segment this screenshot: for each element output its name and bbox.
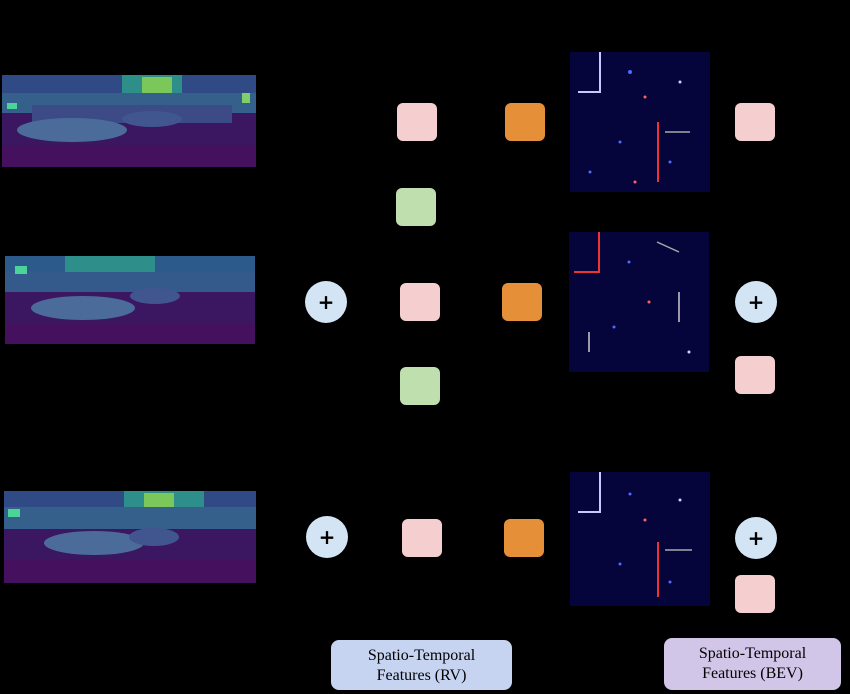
bev-feature-map-1 [570, 52, 710, 192]
range-view-image-3 [4, 491, 256, 583]
bev-fusion-add-1: + [735, 281, 777, 323]
bev-features-label-line1: Spatio-Temporal [698, 645, 807, 662]
rv-encoder-block-2 [400, 283, 440, 321]
rv-features-label-line2: Features (RV) [376, 667, 467, 684]
bev-fusion-add-2: + [735, 517, 777, 559]
bev-encoder-block-1 [735, 103, 775, 141]
bev-feature-map-3 [570, 472, 710, 606]
range-view-scene-1 [2, 75, 256, 167]
range-view-scene-3 [4, 491, 256, 583]
temporal-block-1 [396, 188, 436, 226]
plus-icon: + [747, 526, 765, 550]
projection-block-2 [502, 283, 542, 321]
rv-encoder-block-3 [402, 519, 442, 557]
projection-block-3 [504, 519, 544, 557]
range-view-scene-2 [5, 256, 255, 344]
projection-block-1 [505, 103, 545, 141]
plus-icon: + [318, 525, 336, 549]
plus-icon: + [317, 290, 335, 314]
plus-icon: + [747, 290, 765, 314]
range-view-image-2 [5, 256, 255, 344]
rv-features-label-line1: Spatio-Temporal [367, 647, 476, 664]
bev-scene-2 [569, 232, 709, 372]
bev-scene-1 [570, 52, 710, 192]
bev-features-label: Spatio-Temporal Features (BEV) [664, 638, 841, 690]
bev-encoder-block-2 [735, 356, 775, 394]
rv-fusion-add-2: + [306, 516, 348, 558]
bev-scene-3 [570, 472, 710, 606]
rv-features-label: Spatio-Temporal Features (RV) [331, 640, 512, 690]
temporal-block-2 [400, 367, 440, 405]
range-view-image-1 [2, 75, 256, 167]
bev-feature-map-2 [569, 232, 709, 372]
bev-encoder-block-3 [735, 575, 775, 613]
rv-fusion-add-1: + [305, 281, 347, 323]
rv-encoder-block-1 [397, 103, 437, 141]
bev-features-label-line2: Features (BEV) [702, 665, 803, 682]
